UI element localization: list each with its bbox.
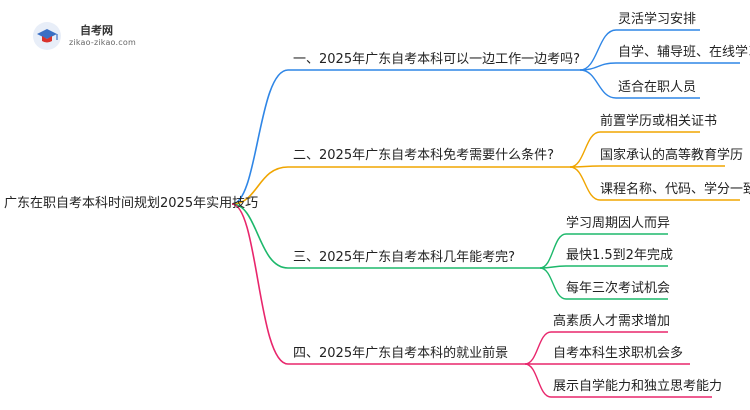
branch-1-leaf-3: 适合在职人员 — [618, 80, 697, 95]
link-b2-leaf-1 — [569, 131, 700, 168]
link-b4-leaf-1 — [524, 331, 668, 365]
link-b2-leaf-3 — [569, 166, 740, 201]
logo-name: 自考网 — [80, 24, 113, 37]
link-root-branch-3 — [231, 203, 540, 269]
branch-3-leaf-2: 最快1.5到2年完成 — [566, 248, 673, 263]
branch-4-leaf-1: 高素质人才需求增加 — [553, 314, 671, 329]
branch-2-label: 二、2025年广东自考本科免考需要什么条件? — [293, 148, 554, 163]
branch-2-leaf-3: 课程名称、代码、学分一致 — [600, 182, 750, 197]
link-b3-leaf-3 — [539, 267, 668, 300]
branch-3-leaf-3: 每年三次考试机会 — [566, 281, 671, 296]
branch-4-label: 四、2025年广东自考本科的就业前景 — [293, 346, 509, 361]
branch-2-leaf-1: 前置学历或相关证书 — [600, 114, 718, 129]
link-root-branch-2 — [231, 166, 570, 205]
logo-domain: zikao-zikao.com — [69, 38, 136, 47]
branch-4-leaf-2: 自考本科生求职机会多 — [553, 346, 684, 361]
logo-mortarboard-icon — [33, 22, 61, 50]
link-root-branch-1 — [231, 69, 580, 205]
link-b3-leaf-2 — [539, 265, 668, 269]
branch-1-leaf-2: 自学、辅导班、在线学习 — [618, 45, 750, 60]
branch-2-leaf-2: 国家承认的高等教育学历 — [600, 148, 744, 163]
branch-3-leaf-1: 学习周期因人而异 — [566, 216, 671, 231]
link-b1-leaf-2 — [579, 62, 740, 71]
link-b2-leaf-2 — [569, 165, 725, 168]
link-b4-leaf-3 — [524, 363, 712, 398]
branch-3-label: 三、2025年广东自考本科几年能考完? — [293, 250, 515, 265]
branch-1-leaf-1: 灵活学习安排 — [618, 12, 697, 27]
link-b1-leaf-3 — [579, 69, 700, 99]
link-b1-leaf-1 — [579, 29, 700, 71]
link-root-branch-4 — [231, 203, 525, 365]
logo: 自考网 zikao-zikao.com — [33, 22, 153, 52]
root-node: 广东在职自考本科时间规划2025年实用技巧 — [4, 196, 259, 211]
branch-1-label: 一、2025年广东自考本科可以一边工作一边考吗? — [293, 52, 580, 67]
branch-4-leaf-3: 展示自学能力和独立思考能力 — [553, 379, 723, 394]
link-b3-leaf-1 — [539, 233, 668, 269]
